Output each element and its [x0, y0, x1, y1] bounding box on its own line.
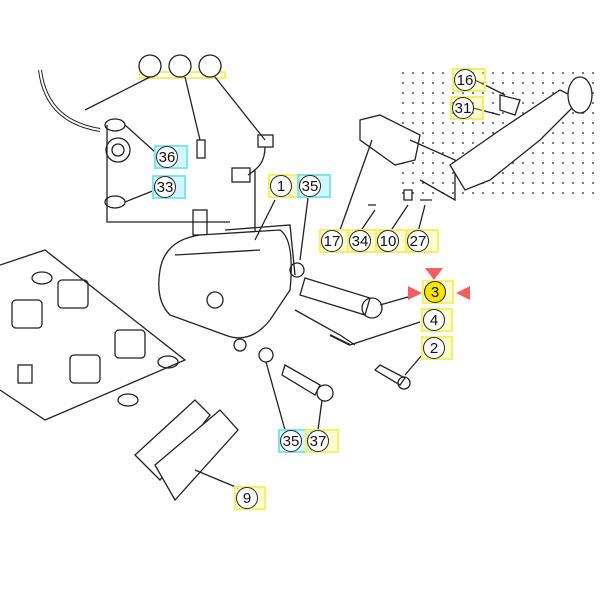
callout-3[interactable]: 3	[422, 280, 454, 304]
callout-1[interactable]: 1	[268, 174, 300, 198]
callout-label: 4	[423, 309, 445, 331]
callout-27[interactable]: 27	[405, 229, 439, 253]
callout-2[interactable]: 2	[421, 336, 453, 360]
callout-label: 33	[154, 176, 176, 198]
callout-label: 3	[424, 281, 446, 303]
callout-label: 35	[280, 430, 302, 452]
callout-35[interactable]: 35	[297, 174, 331, 198]
callout-label: 2	[423, 337, 445, 359]
marker-top	[425, 268, 443, 280]
callout-label: 37	[307, 430, 329, 452]
callout-label: 31	[452, 97, 474, 119]
callout-33[interactable]: 33	[152, 175, 186, 199]
callout-label: 27	[407, 230, 429, 252]
callout-31[interactable]: 31	[450, 96, 484, 120]
marker-right	[456, 286, 470, 300]
callout-35[interactable]: 35	[278, 429, 312, 453]
callout-label: 35	[299, 175, 321, 197]
callout-4[interactable]: 4	[421, 308, 453, 332]
callout-label: 9	[236, 487, 258, 509]
callout-16[interactable]: 16	[452, 68, 486, 92]
marker-left	[408, 286, 422, 300]
callout-9[interactable]: 9	[234, 486, 266, 510]
callout-37[interactable]: 37	[305, 429, 339, 453]
callout-10[interactable]: 10	[375, 229, 409, 253]
callout-label: 17	[321, 230, 343, 252]
callout-label: 34	[349, 230, 371, 252]
callout-label: 1	[270, 175, 292, 197]
callout-label: 16	[454, 69, 476, 91]
callout-label: 10	[377, 230, 399, 252]
callout-label: 36	[156, 146, 178, 168]
callout-36[interactable]: 36	[154, 145, 188, 169]
